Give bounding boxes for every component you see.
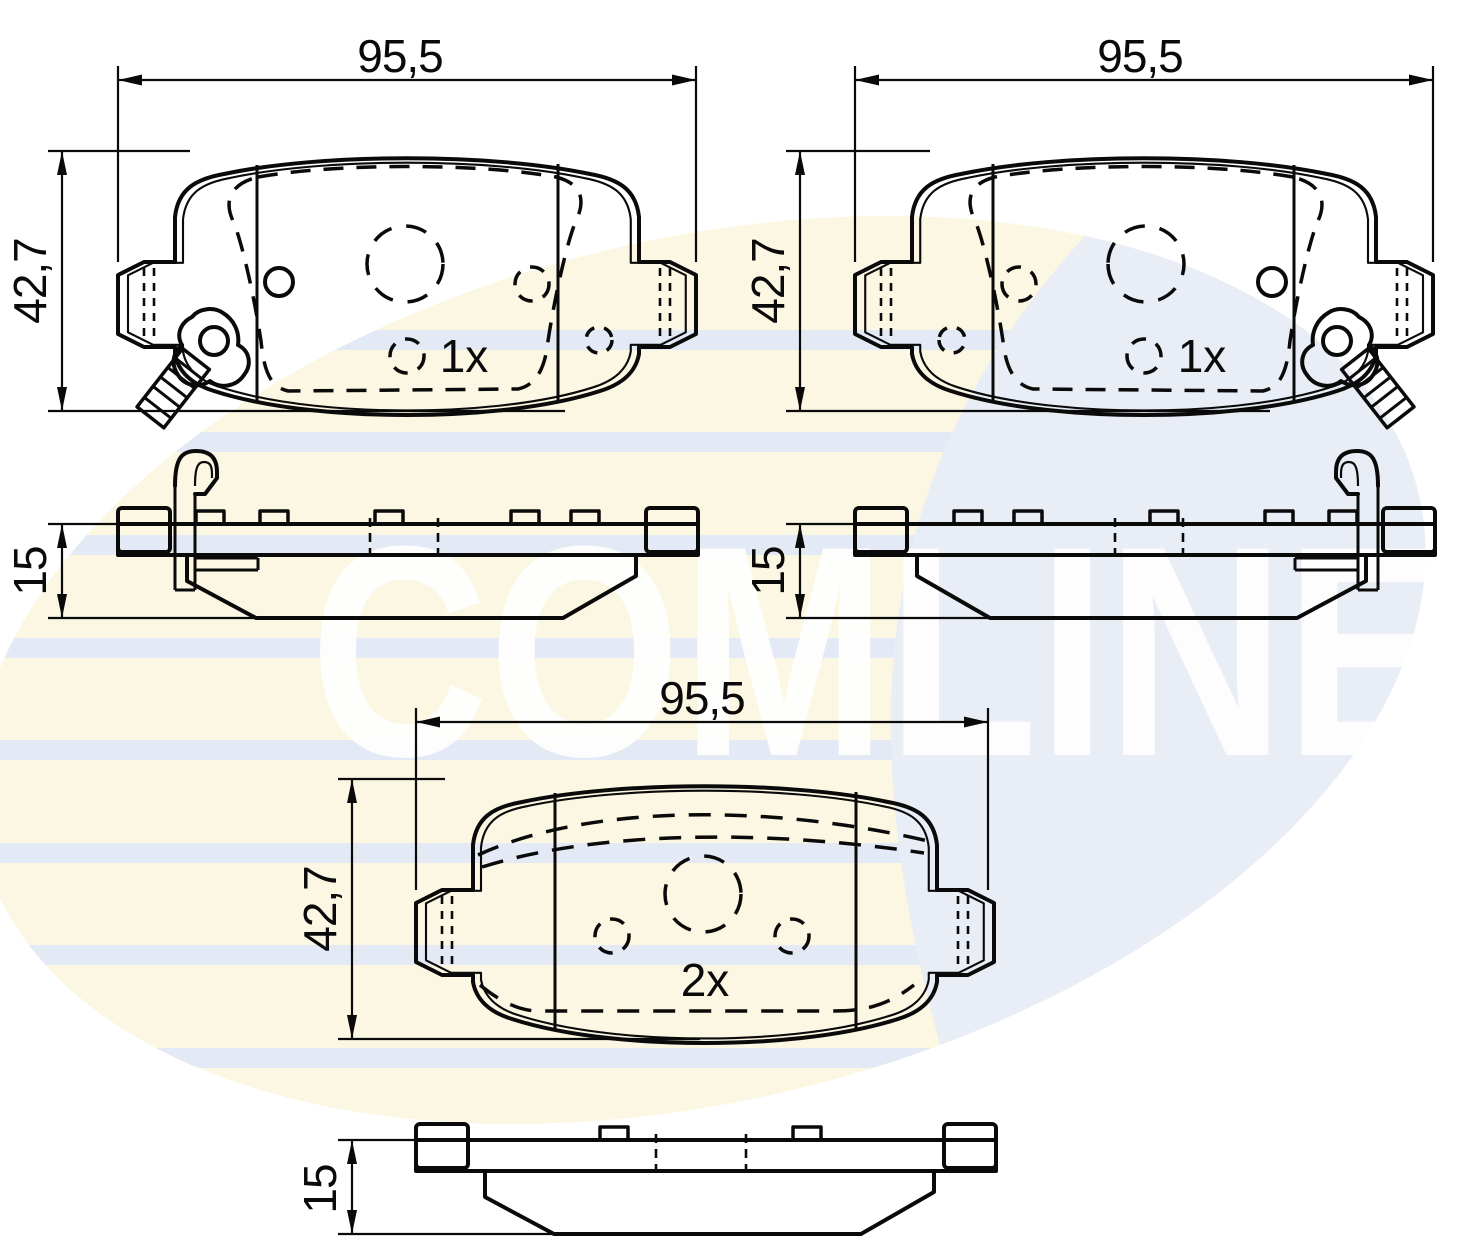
height-dimension-label: 42,7: [4, 238, 56, 324]
sensor-quantity-label: 1x: [1178, 330, 1227, 382]
plain-quantity-label: 2x: [681, 954, 730, 1006]
width-dimension-label: 95,5: [357, 30, 443, 82]
width-dimension-label: 95,5: [659, 672, 745, 724]
pad-front-right-view: 95,5 42,7 1x: [742, 30, 1435, 430]
pad-profile-right-view: 15: [742, 449, 1437, 620]
watermark-text: COMLINE: [310, 483, 1450, 819]
pad-front-left-view: 95,5 42,7 1x: [4, 30, 698, 430]
thickness-dimension-label: 15: [4, 546, 56, 595]
pad-profile-left-view: 15: [4, 449, 700, 620]
comline-logo-watermark: COMLINE: [0, 160, 1462, 1200]
pad-front-plain-view: 95,5 42,7 2x: [294, 672, 996, 1045]
width-dimension-label: 95,5: [1097, 30, 1183, 82]
sensor-quantity-label: 1x: [440, 330, 489, 382]
height-dimension-label: 42,7: [294, 866, 346, 952]
thickness-dimension-label: 15: [294, 1164, 346, 1213]
pad-profile-plain-view: 15: [294, 1122, 998, 1236]
thickness-dimension-label: 15: [742, 546, 794, 595]
height-dimension-label: 42,7: [742, 238, 794, 324]
